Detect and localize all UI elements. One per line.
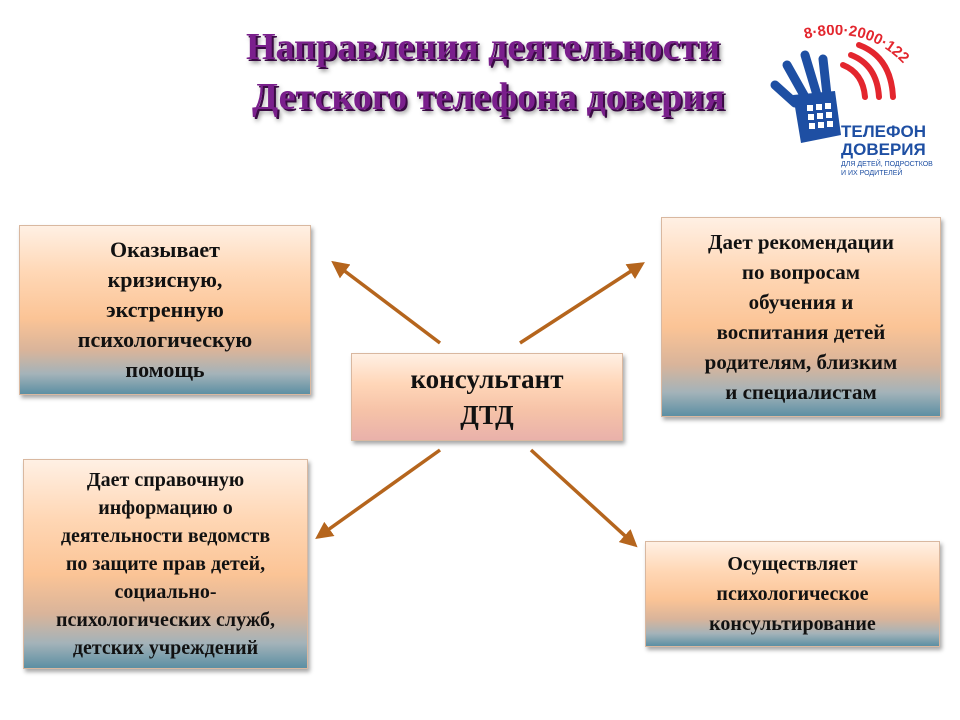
- consultant-text: консультант ДТД: [410, 361, 563, 433]
- crisis-help-text: Оказывает кризисную, экстренную психолог…: [78, 235, 252, 385]
- helpline-logo: 8·800·2000·122 ТЕЛЕФОН ДОВЕРИЯ ДЛЯ ДЕТЕЙ…: [765, 25, 945, 185]
- counseling-box: Осуществляет психологическое консультиро…: [645, 541, 940, 647]
- box-line: помощь: [125, 357, 205, 382]
- arrow-to-top-left: [331, 260, 442, 345]
- box-line: экстренную: [106, 297, 224, 322]
- helpline-logo-graphic: 8·800·2000·122 ТЕЛЕФОН ДОВЕРИЯ ДЛЯ ДЕТЕЙ…: [770, 25, 933, 177]
- box-line: Дает рекомендации: [708, 230, 894, 254]
- recommendations-text: Дает рекомендации по вопросам обучения и…: [705, 227, 898, 407]
- box-line: родителям, близким: [704, 350, 898, 374]
- box-line: Оказывает: [110, 237, 220, 262]
- crisis-help-box: Оказывает кризисную, экстренную психолог…: [19, 225, 311, 395]
- box-line: социально-: [114, 581, 217, 603]
- consultant-box: консультант ДТД: [351, 353, 623, 441]
- box-line: кризисную,: [107, 267, 223, 292]
- box-line: обучения и: [748, 290, 854, 314]
- consultant-line-1: консультант: [410, 364, 564, 394]
- title-line-2: Детского телефона доверия: [252, 76, 725, 118]
- box-line: и специалистам: [725, 380, 877, 404]
- reference-info-text: Дает справочную информацию о деятельност…: [56, 466, 275, 662]
- logo-tagline-2: И ИХ РОДИТЕЛЕЙ: [841, 168, 902, 177]
- arrow-to-bottom-left: [315, 448, 442, 540]
- reference-info-box: Дает справочную информацию о деятельност…: [23, 459, 308, 669]
- box-line: по защите прав детей,: [65, 553, 266, 575]
- box-line: Дает справочную: [86, 469, 245, 491]
- arrow-to-top-right: [519, 262, 645, 345]
- logo-name-line-2: ДОВЕРИЯ: [841, 140, 926, 159]
- box-line: психологическое: [716, 583, 869, 605]
- box-line: психологическую: [77, 327, 253, 352]
- recommendations-box: Дает рекомендации по вопросам обучения и…: [661, 217, 941, 417]
- logo-name-line-1: ТЕЛЕФОН: [841, 122, 926, 141]
- arrow-to-bottom-right: [529, 448, 638, 548]
- page-title: Направления деятельности Детского телефо…: [200, 22, 780, 122]
- counseling-text: Осуществляет психологическое консультиро…: [709, 549, 876, 639]
- box-line: Осуществляет: [727, 553, 858, 575]
- box-line: психологических служб,: [55, 609, 276, 631]
- box-line: по вопросам: [741, 260, 861, 284]
- consultant-line-2: ДТД: [460, 400, 514, 430]
- title-line-1: Направления деятельности: [246, 26, 721, 68]
- box-line: воспитания детей: [716, 320, 886, 344]
- box-line: детских учреждений: [72, 637, 259, 659]
- box-line: деятельности ведомств: [60, 525, 271, 547]
- box-line: консультирование: [709, 613, 876, 635]
- logo-tagline-1: ДЛЯ ДЕТЕЙ, ПОДРОСТКОВ: [841, 159, 933, 168]
- box-line: информацию о: [98, 497, 233, 519]
